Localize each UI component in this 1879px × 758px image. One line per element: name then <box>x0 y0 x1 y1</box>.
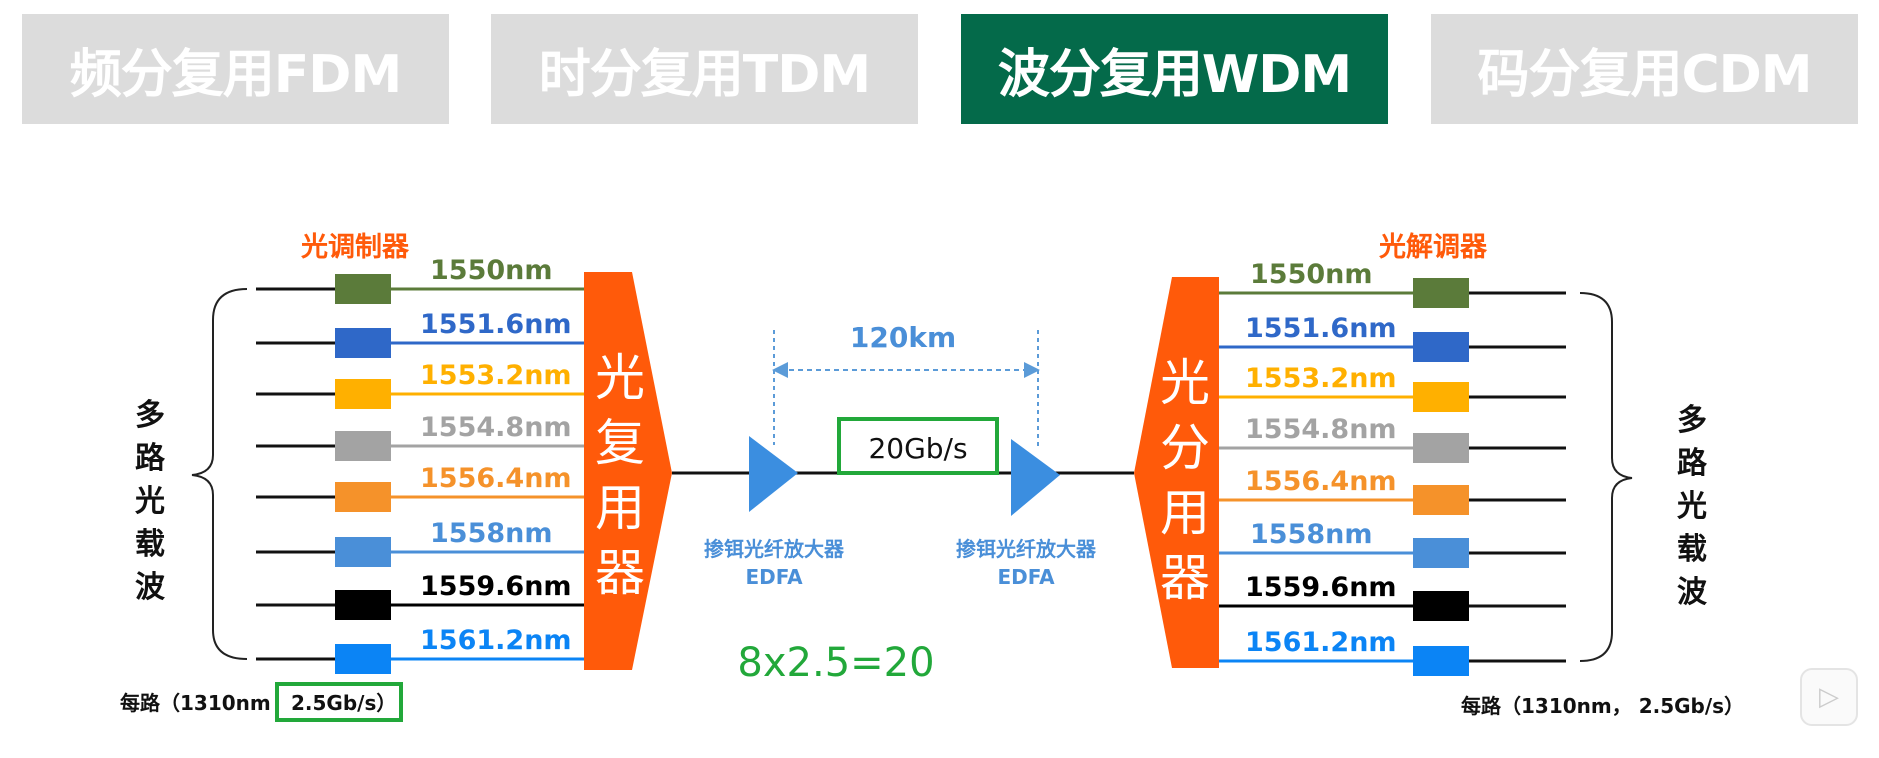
wavelength-label: 1553.2nm <box>420 360 572 391</box>
svg-text:波: 波 <box>1677 575 1708 610</box>
wavelength-label: 1561.2nm <box>420 625 572 656</box>
demodulator-box <box>1413 382 1469 412</box>
left-channel-row: 1553.2nm <box>256 360 584 409</box>
svg-text:波: 波 <box>135 570 166 605</box>
modulator-box <box>335 482 391 512</box>
right-channel-row: 1556.4nm <box>1219 466 1566 515</box>
svg-text:载: 载 <box>1677 532 1707 567</box>
multiplexer <box>584 272 672 670</box>
demodulator-label: 光解调器 <box>1378 232 1488 263</box>
link-rate: 20Gb/s <box>868 432 967 465</box>
modulator-label: 光调制器 <box>300 232 410 263</box>
tab-wdm[interactable]: 波分复用WDM <box>961 14 1388 124</box>
left-channel-row: 1556.4nm <box>256 463 584 512</box>
modulator-box <box>335 328 391 358</box>
left-channels: 1550nm 1551.6nm 1553.2nm 1554.8nm 1556.4nm 15… <box>256 255 584 674</box>
wavelength-label: 1554.8nm <box>420 412 572 443</box>
right-per-channel: 每路（1310nm， 2.5Gb/s） <box>1461 694 1744 718</box>
rate-box <box>837 417 999 475</box>
left-per-channel: 每路（1310nm <box>120 691 271 715</box>
demultiplexer <box>1134 277 1219 668</box>
right-channel-row: 1554.8nm <box>1219 414 1566 463</box>
edfa-2-abbr: EDFA <box>997 565 1055 589</box>
edfa-2-icon <box>1011 439 1060 516</box>
distance-label: 120km <box>850 321 956 354</box>
right-channel-row: 1553.2nm <box>1219 363 1566 412</box>
modulator-box <box>335 431 391 461</box>
right-channel-row: 1559.6nm <box>1219 572 1566 621</box>
right-brace <box>1579 292 1633 662</box>
svg-text:器: 器 <box>1160 549 1210 607</box>
svg-text:多: 多 <box>135 398 165 433</box>
svg-text:复: 复 <box>595 414 645 472</box>
demodulator-box <box>1413 485 1469 515</box>
wavelength-label: 1561.2nm <box>1245 627 1397 658</box>
wavelength-label: 1559.6nm <box>420 571 572 602</box>
demux-label: 光 分 用 器 <box>1160 354 1210 607</box>
modulator-box <box>335 274 391 304</box>
wavelength-label: 1551.6nm <box>420 309 572 340</box>
svg-text:用: 用 <box>595 479 645 537</box>
right-channels: 1550nm 1551.6nm 1553.2nm 1554.8nm 1556.4nm 15… <box>1219 259 1566 676</box>
wavelength-label: 1556.4nm <box>1245 466 1397 497</box>
demodulator-box <box>1413 538 1469 568</box>
mux-label: 光 复 用 器 <box>595 349 645 602</box>
svg-text:器: 器 <box>595 544 645 602</box>
edfa-1-abbr: EDFA <box>745 565 803 589</box>
wavelength-label: 1551.6nm <box>1245 313 1397 344</box>
edfa-2-name: 掺铒光纤放大器 <box>956 537 1097 561</box>
svg-text:路: 路 <box>135 441 166 476</box>
svg-text:路: 路 <box>1677 446 1708 481</box>
svg-text:光: 光 <box>135 484 165 519</box>
tab-fdm[interactable]: 频分复用FDM <box>22 14 449 124</box>
wavelength-label: 1559.6nm <box>1245 572 1397 603</box>
modulator-box <box>335 644 391 674</box>
left-channel-row: 1550nm <box>256 255 584 304</box>
edfa-1-name: 掺铒光纤放大器 <box>704 537 845 561</box>
modulator-box <box>335 379 391 409</box>
edfa-1-icon <box>749 436 798 512</box>
play-icon[interactable]: ▷ <box>1800 668 1858 726</box>
left-channel-row: 1554.8nm <box>256 412 584 461</box>
svg-text:光: 光 <box>1677 489 1707 524</box>
wavelength-label: 1553.2nm <box>1245 363 1397 394</box>
left-brace <box>191 288 248 660</box>
demodulator-box <box>1413 332 1469 362</box>
modulator-box <box>335 590 391 620</box>
svg-text:光: 光 <box>1160 354 1210 412</box>
wavelength-label: 1550nm <box>430 255 553 286</box>
modulator-box <box>335 537 391 567</box>
svg-text:光: 光 <box>595 349 645 407</box>
demodulator-box <box>1413 433 1469 463</box>
formula: 8x2.5=20 <box>737 640 934 686</box>
wavelength-label: 1556.4nm <box>420 463 572 494</box>
right-carrier-label: 多 路 光 载 波 <box>1677 403 1708 610</box>
tab-cdm[interactable]: 码分复用CDM <box>1431 14 1858 124</box>
left-channel-row: 1561.2nm <box>256 625 584 674</box>
wavelength-label: 1558nm <box>430 518 553 549</box>
demodulator-box <box>1413 591 1469 621</box>
svg-text:载: 载 <box>135 527 165 562</box>
left-rate-box <box>275 682 403 722</box>
demodulator-box <box>1413 278 1469 308</box>
wavelength-label: 1554.8nm <box>1245 414 1397 445</box>
right-channel-row: 1561.2nm <box>1219 627 1566 676</box>
left-channel-row: 1559.6nm <box>256 571 584 620</box>
left-per-channel-rate: 2.5Gb/s） <box>291 691 396 715</box>
svg-text:分: 分 <box>1160 419 1210 477</box>
right-channel-row: 1550nm <box>1219 259 1566 308</box>
wavelength-label: 1550nm <box>1250 259 1373 290</box>
svg-text:用: 用 <box>1160 484 1210 542</box>
svg-text:多: 多 <box>1677 403 1707 438</box>
demodulator-box <box>1413 646 1469 676</box>
right-channel-row: 1558nm <box>1219 519 1566 568</box>
tab-tdm[interactable]: 时分复用TDM <box>491 14 918 124</box>
left-channel-row: 1551.6nm <box>256 309 584 358</box>
left-carrier-label: 多 路 光 载 波 <box>135 398 166 605</box>
right-channel-row: 1551.6nm <box>1219 313 1566 362</box>
wavelength-label: 1558nm <box>1250 519 1373 550</box>
left-channel-row: 1558nm <box>256 518 584 567</box>
